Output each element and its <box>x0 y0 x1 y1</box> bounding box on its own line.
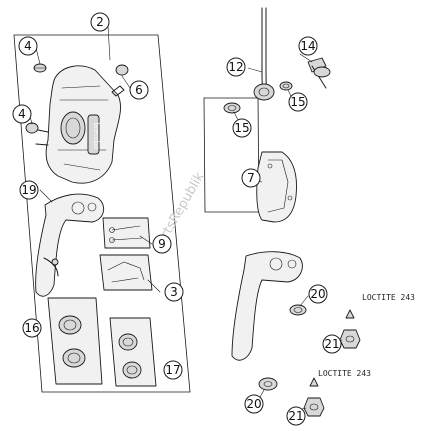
callout-4a: 4 <box>18 36 38 56</box>
svg-text:15: 15 <box>290 95 305 109</box>
loctite-label-a: LOCTITE 243 <box>362 293 415 302</box>
svg-text:20: 20 <box>246 397 261 411</box>
svg-text:20: 20 <box>310 287 325 301</box>
brand-plate <box>87 114 100 155</box>
brake-pad-7 <box>256 151 297 223</box>
callout-12: 12 <box>226 57 246 77</box>
bleed-screw-4a <box>33 63 47 73</box>
callout-16: 16 <box>22 318 42 338</box>
svg-text:21: 21 <box>288 409 303 423</box>
nut-21a <box>339 309 361 349</box>
callout-2: 2 <box>90 12 110 32</box>
svg-text:2: 2 <box>96 15 104 29</box>
loctite-label-b: LOCTITE 243 <box>318 369 371 378</box>
banjo-bolt-14 <box>307 57 331 89</box>
callout-21b: 21 <box>286 406 306 426</box>
callout-20a: 20 <box>308 284 328 304</box>
callout-4b: 4 <box>12 104 32 124</box>
svg-text:14: 14 <box>300 39 315 53</box>
callout-19: 19 <box>19 180 39 200</box>
clutch-panel <box>203 97 260 213</box>
svg-text:9: 9 <box>158 237 166 251</box>
svg-text:12: 12 <box>228 60 243 74</box>
svg-text:21: 21 <box>324 337 339 351</box>
svg-text:4: 4 <box>24 39 32 53</box>
callout-9: 9 <box>152 234 172 254</box>
svg-text:15: 15 <box>234 121 249 135</box>
pin-kit-9 <box>102 217 151 249</box>
callout-7: 7 <box>241 168 261 188</box>
svg-text:7: 7 <box>247 171 255 185</box>
svg-text:16: 16 <box>24 321 39 335</box>
callout-14: 14 <box>298 36 318 56</box>
callout-3: 3 <box>164 282 184 302</box>
brake-lever-right <box>231 251 303 361</box>
spring-kit-3 <box>99 254 153 291</box>
washer-20a <box>289 304 307 316</box>
banjo-fitting-6 <box>111 64 129 97</box>
callout-20b: 20 <box>244 394 264 414</box>
washer-15b <box>223 102 241 114</box>
seal-kit-17 <box>109 317 157 387</box>
svg-text:6: 6 <box>135 83 143 97</box>
callout-6: 6 <box>129 80 149 100</box>
brake-caliper: brembo <box>35 65 121 184</box>
callout-15b: 15 <box>232 118 252 138</box>
seal-kit-16 <box>47 297 103 385</box>
svg-text:4: 4 <box>18 107 26 121</box>
bleed-screw-4b <box>25 122 39 134</box>
nut-21b <box>303 377 325 417</box>
brand-logo-text: brembo <box>92 122 100 149</box>
brake-lever-19 <box>35 193 105 297</box>
callout-21a: 21 <box>322 334 342 354</box>
washer-20b <box>258 377 278 391</box>
washer-15a <box>279 81 293 91</box>
svg-text:19: 19 <box>21 183 36 197</box>
callout-15a: 15 <box>288 92 308 112</box>
callout-17: 17 <box>163 360 183 380</box>
svg-text:17: 17 <box>165 363 180 377</box>
brake-line-12 <box>253 7 275 101</box>
svg-text:3: 3 <box>170 285 178 299</box>
